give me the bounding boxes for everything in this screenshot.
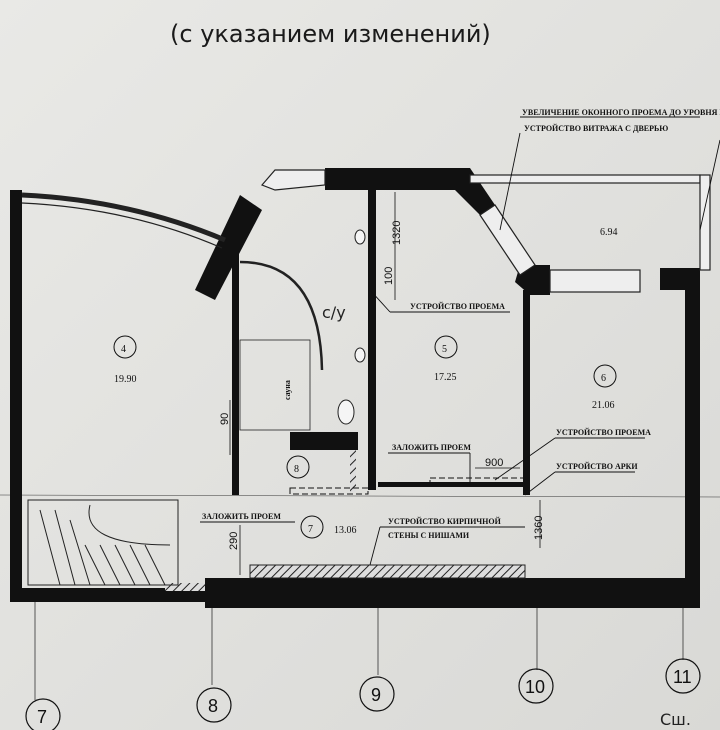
room-number: 4 xyxy=(121,344,126,355)
annotation-opening-right: УСТРОЙСТВО ПРОЕМА xyxy=(556,428,651,437)
annotation-close-opening-left: ЗАЛОЖИТЬ ПРОЕМ xyxy=(202,512,281,521)
dimension-1320: 1320 xyxy=(391,221,403,245)
annotation-brick-wall-1: УСТРОЙСТВО КИРПИЧНОЙ xyxy=(388,517,502,526)
axis-9: 9 xyxy=(371,685,381,705)
room-4: 4 19.90 xyxy=(113,335,137,385)
closed-opening xyxy=(350,450,356,492)
dimension-900: 900 xyxy=(485,457,503,469)
walls xyxy=(10,168,700,608)
annotation-close-opening-mid: ЗАЛОЖИТЬ ПРОЕМ xyxy=(392,443,471,452)
axis-markers: 7 8 9 10 11 xyxy=(25,658,701,730)
room-area: 21.06 xyxy=(592,400,615,411)
axis-lines xyxy=(0,494,720,700)
room-number: 7 xyxy=(308,524,313,535)
axis-8: 8 xyxy=(208,696,218,716)
annotation-window-enlarge: УВЕЛИЧЕНИЕ ОКОННОГО ПРОЕМА ДО УРОВНЯ ПОЛ xyxy=(522,108,720,117)
axis-7: 7 xyxy=(37,707,47,727)
bathroom-label: с/у xyxy=(322,303,346,322)
room-6: 6 21.06 xyxy=(592,364,617,411)
room-number: 8 xyxy=(294,464,299,475)
closed-opening xyxy=(165,583,205,591)
new-brick-wall xyxy=(249,564,526,579)
sink-icon xyxy=(354,229,366,245)
sink-icon xyxy=(354,347,366,363)
axis-10: 10 xyxy=(525,677,545,697)
sauna-door xyxy=(239,260,324,371)
toilet-icon xyxy=(337,399,355,425)
sauna-label: сауна xyxy=(283,380,292,400)
signature: Сш. xyxy=(660,710,691,729)
annotation-opening-top: УСТРОЙСТВО ПРОЕМА xyxy=(410,302,505,311)
annotation-arch: УСТРОЙСТВО АРКИ xyxy=(556,462,638,471)
room-area: 13.06 xyxy=(334,525,357,536)
annotation-brick-wall-2: СТЕНЫ С НИШАМИ xyxy=(388,531,470,540)
room-area: 17.25 xyxy=(434,372,457,383)
sauna-bench xyxy=(239,339,311,431)
axis-11: 11 xyxy=(673,667,692,687)
staircase xyxy=(27,499,179,586)
dimension-90: 90 xyxy=(219,413,231,425)
leader-lines xyxy=(200,116,720,566)
dimension-100: 100 xyxy=(383,267,395,285)
room-5: 5 17.25 xyxy=(434,335,458,383)
demolished-walls xyxy=(289,477,526,495)
windows xyxy=(21,169,711,293)
room-8: 8 xyxy=(286,455,310,479)
plan-subtitle: (с указанием изменений) xyxy=(170,20,491,48)
dimension-290: 290 xyxy=(228,532,240,550)
dimension-1360: 1360 xyxy=(533,516,545,540)
room-7: 7 13.06 xyxy=(300,515,357,539)
room-number: 6 xyxy=(601,373,606,384)
room-number: 5 xyxy=(442,344,447,355)
dimension-lines xyxy=(229,192,541,575)
room-area: 19.90 xyxy=(114,374,137,385)
annotation-stained-glass: УСТРОЙСТВО ВИТРАЖА С ДВЕРЬЮ xyxy=(524,124,668,133)
balcony-area: 6.94 xyxy=(600,227,618,238)
